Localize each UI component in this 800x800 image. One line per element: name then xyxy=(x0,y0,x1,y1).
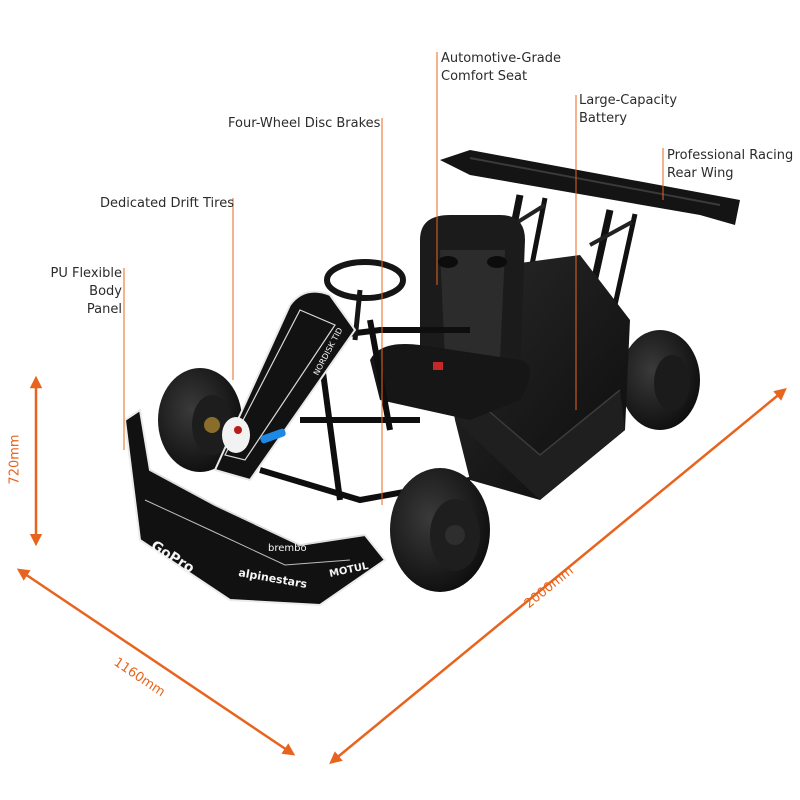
rear-right-tire xyxy=(620,330,700,430)
side-sponsor-1: brembo xyxy=(268,543,307,554)
front-right-tire xyxy=(390,468,490,592)
battery-label: Large-Capacity Battery xyxy=(579,93,678,126)
width-arrow xyxy=(16,568,296,756)
height-dimension-label: 720mm xyxy=(7,434,23,485)
nose-body xyxy=(213,290,357,482)
steering-wheel xyxy=(324,259,406,341)
body-label: PU Flexible Body Panel xyxy=(50,266,122,317)
tires-label: Dedicated Drift Tires xyxy=(100,196,234,211)
dimension-arrows xyxy=(16,375,787,764)
seat-label: Automotive-Grade Comfort Seat xyxy=(441,51,562,84)
brakes-label: Four-Wheel Disc Brakes xyxy=(228,116,381,131)
wing-label: Professional Racing Rear Wing xyxy=(667,148,794,181)
seat xyxy=(370,215,530,420)
length-arrow xyxy=(329,388,787,764)
front-left-tire xyxy=(158,368,242,472)
